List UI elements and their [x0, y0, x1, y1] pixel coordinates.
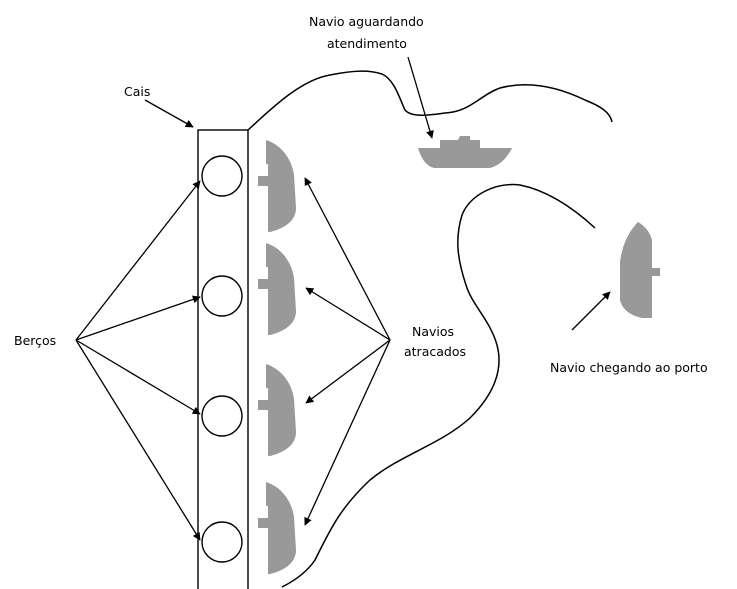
- coastline-lower: [281, 183, 596, 588]
- berth-circle-2: [201, 275, 243, 317]
- arrow-atracados-1: [304, 177, 391, 341]
- label-aguardando-line2: atendimento: [327, 36, 407, 51]
- docked-ship-3: [258, 364, 296, 456]
- berth-circle-3: [201, 395, 243, 437]
- arrow-aguardando: [407, 56, 434, 139]
- label-bercos: Berços: [14, 333, 56, 348]
- docked-ship-1: [258, 140, 296, 232]
- coastline-upper: [247, 70, 613, 131]
- arrow-bercos-3: [75, 339, 201, 415]
- berth-circle-4: [201, 521, 243, 563]
- arrow-atracados-4: [304, 339, 391, 526]
- arrow-atracados-3: [305, 339, 391, 404]
- label-aguardando-line1: Navio aguardando: [309, 14, 424, 29]
- berth-circle-1: [201, 155, 243, 197]
- label-navios-atracados-line1: Navios: [412, 324, 454, 339]
- arrow-chegando: [571, 291, 611, 331]
- arrow-atracados-2: [305, 287, 391, 341]
- arrow-cais: [144, 99, 194, 128]
- arrow-bercos-1: [75, 180, 201, 341]
- arrow-bercos-2: [75, 295, 201, 341]
- arriving-ship: [620, 222, 660, 318]
- waiting-ship: [418, 136, 512, 168]
- docked-ship-2: [258, 243, 296, 335]
- arrow-bercos-4: [75, 339, 201, 541]
- label-chegando: Navio chegando ao porto: [550, 360, 708, 375]
- label-navios-atracados-line2: atracados: [404, 344, 466, 359]
- label-cais: Cais: [124, 84, 150, 99]
- quay-structure: [197, 129, 249, 589]
- docked-ship-4: [258, 482, 296, 574]
